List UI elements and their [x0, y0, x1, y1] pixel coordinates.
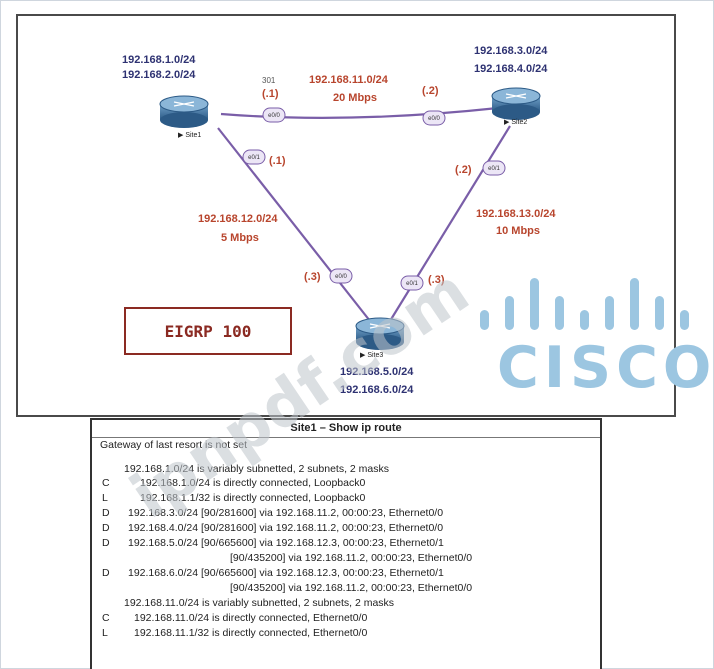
route-code: L	[102, 627, 108, 639]
route-code: D	[102, 537, 110, 549]
router-site3-icon	[355, 317, 405, 350]
interface-badge-site3-e00: e0/0	[329, 268, 353, 284]
route-line: [90/435200] via 192.168.11.2, 00:00:23, …	[230, 582, 473, 594]
route-line: 192.168.6.0/24 [90/665600] via 192.168.1…	[128, 567, 444, 579]
link-site1-site2	[220, 106, 499, 119]
site2-network-2: 192.168.4.0/24	[474, 63, 548, 75]
svg-text:e0/1: e0/1	[406, 281, 418, 287]
site1-network-2: 192.168.2.0/24	[122, 69, 196, 81]
route-line: 192.168.1.0/24 is directly connected, Lo…	[140, 477, 366, 489]
svg-text:e0/1: e0/1	[248, 155, 260, 161]
site2-label: ▶ Site2	[504, 119, 527, 126]
link-site1-site2-bandwidth: 20 Mbps	[333, 92, 377, 104]
interface-badge-site2-e00: e0/0	[422, 110, 446, 126]
link-site1-site2-network: 192.168.11.0/24	[309, 74, 389, 86]
route-line: 192.168.11.0/24 is variably subnetted, 2…	[124, 597, 395, 609]
site1-link2-ip: (.1)	[269, 155, 286, 167]
route-line: 192.168.3.0/24 [90/281600] via 192.168.1…	[128, 507, 444, 519]
link-site1-site3-network: 192.168.12.0/24	[198, 213, 278, 225]
svg-text:e0/1: e0/1	[488, 166, 500, 172]
interface-badge-site2-e01: e0/1	[482, 160, 506, 176]
interface-badge-site1-e01: e0/1	[242, 149, 266, 165]
route-code: D	[102, 522, 110, 534]
cisco-logo-word: CISCO	[497, 335, 714, 401]
route-line: 192.168.1.0/24 is variably subnetted, 2 …	[124, 463, 389, 475]
gateway-line: Gateway of last resort is not set	[100, 439, 248, 451]
route-line: [90/435200] via 192.168.11.2, 00:00:23, …	[230, 552, 473, 564]
route-line: 192.168.11.1/32 is directly connected, E…	[134, 627, 368, 639]
stray-mark: 301	[262, 76, 276, 85]
site1-network-1: 192.168.1.0/24	[122, 54, 196, 66]
route-code: D	[102, 507, 110, 519]
eigrp-as-box: EIGRP 100	[124, 307, 292, 355]
route-line: 192.168.11.0/24 is directly connected, E…	[134, 612, 368, 624]
route-code: L	[102, 492, 108, 504]
svg-text:e0/0: e0/0	[268, 113, 280, 119]
link-site2-site3-network: 192.168.13.0/24	[476, 208, 556, 220]
site2-network-1: 192.168.3.0/24	[474, 45, 548, 57]
route-line: 192.168.4.0/24 [90/281600] via 192.168.1…	[128, 522, 444, 534]
router-site1-icon	[159, 95, 209, 128]
route-code: D	[102, 567, 110, 579]
site3-link3-ip: (.3)	[428, 274, 445, 286]
svg-text:e0/0: e0/0	[335, 274, 347, 280]
topology-svg: e0/0 e0/0 e0/1 e0/1 e0/0 e0/1 ▶	[122, 45, 556, 396]
site3-link2-ip: (.3)	[304, 271, 321, 283]
route-code: C	[102, 477, 110, 489]
site2-link1-ip: (.2)	[422, 85, 439, 97]
site2-link3-ip: (.2)	[455, 164, 472, 176]
route-line: 192.168.1.1/32 is directly connected, Lo…	[140, 492, 366, 504]
router-site2-icon	[491, 87, 541, 120]
site3-network-1: 192.168.5.0/24	[340, 366, 414, 378]
link-site2-site3-bandwidth: 10 Mbps	[496, 225, 540, 237]
route-line: 192.168.5.0/24 [90/665600] via 192.168.1…	[128, 537, 444, 549]
site1-label: ▶ Site1	[178, 132, 201, 139]
cisco-logo-bars-icon	[480, 278, 689, 330]
interface-badge-site1-e00: e0/0	[262, 107, 286, 123]
site1-link1-ip: (.1)	[262, 88, 279, 100]
site3-network-2: 192.168.6.0/24	[340, 384, 414, 396]
route-code: C	[102, 612, 110, 624]
eigrp-as-label: EIGRP 100	[164, 321, 252, 341]
link-site1-site3-bandwidth: 5 Mbps	[221, 232, 259, 244]
site3-label: ▶ Site3	[360, 352, 383, 359]
route-table-panel: Site1 – Show ip route Gateway of last re…	[90, 418, 602, 669]
interface-badge-site3-e01: e0/1	[400, 275, 424, 291]
route-table-title: Site1 – Show ip route	[290, 422, 402, 434]
svg-text:e0/0: e0/0	[428, 116, 440, 122]
